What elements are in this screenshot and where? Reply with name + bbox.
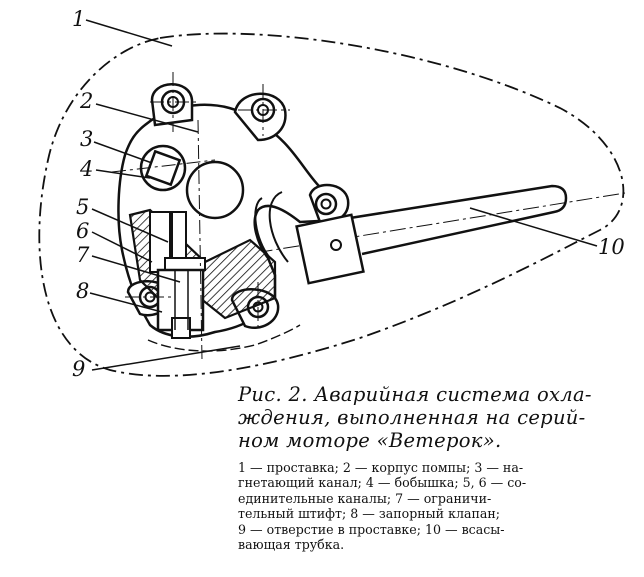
legend-line: гнетающий канал; 4 — бобышка; 5, 6 — со- [238, 475, 527, 491]
legend-line: единительные каналы; 7 — ограничи- [238, 490, 492, 506]
shutoff-valve [156, 268, 205, 339]
legend-line: 1 — проставка; 2 — корпус помпы; 3 — на- [238, 460, 524, 475]
callout-4: 4 [79, 157, 93, 181]
pressure-channel [139, 144, 187, 192]
leader-lines [85, 19, 598, 371]
callout-3: 3 [80, 127, 93, 151]
spacer-outline [38, 32, 625, 377]
tube-clamp [295, 213, 365, 285]
callout-6: 6 [76, 219, 89, 243]
callout-8: 8 [76, 279, 89, 303]
callout-10: 10 [598, 235, 625, 259]
caption-title-line: ждения, выполненная на серий- [238, 406, 586, 429]
legend-line: вающая трубка. [238, 537, 345, 553]
limit-pin [164, 257, 206, 271]
callout-9: 9 [72, 357, 85, 381]
legend-line: 9 — отверстие в проставке; 10 — всасы- [238, 521, 505, 537]
callout-1: 1 [72, 7, 85, 31]
suction-tube [149, 184, 626, 271]
boss [185, 160, 245, 220]
centre-lines [111, 72, 290, 361]
callout-5: 5 [76, 195, 89, 219]
callout-7: 7 [76, 243, 90, 267]
spacer-hole-arc [147, 324, 301, 352]
caption-title-line: Рис. 2. Аварийная система охла- [238, 383, 592, 406]
legend-line: тельный штифт; 8 — запорный клапан; [238, 506, 500, 522]
callout-2: 2 [79, 89, 93, 113]
caption-title: Рис. 2. Аварийная система охла- ждения, … [238, 383, 638, 452]
caption-legend: 1 — проставка; 2 — корпус помпы; 3 — на-… [238, 460, 638, 552]
figure-caption: Рис. 2. Аварийная система охла- ждения, … [238, 383, 638, 552]
caption-title-line: ном моторе «Ветерок». [238, 429, 502, 452]
